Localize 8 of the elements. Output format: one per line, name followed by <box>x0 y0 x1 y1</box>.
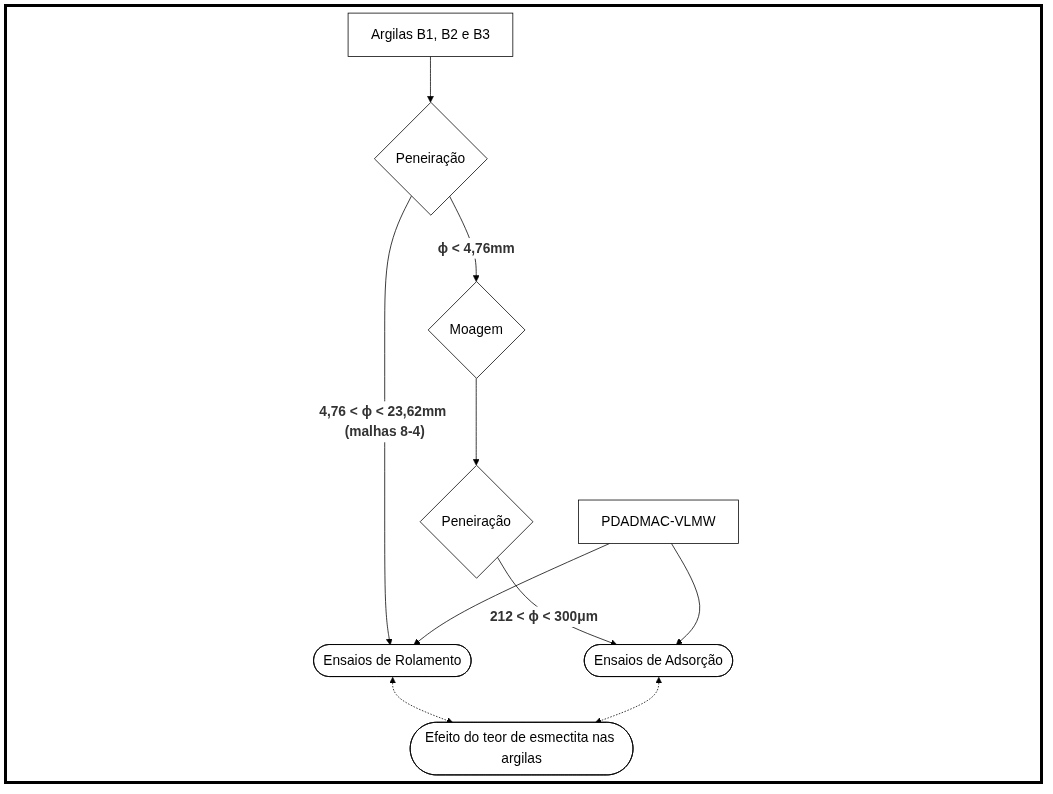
edge-label: 212 < ϕ < 300μm <box>489 608 598 625</box>
edge-label: ϕ < 4,76mm <box>437 240 515 256</box>
node-box: PDADMAC-VLMW <box>578 499 739 544</box>
edge-label: 4,76 < ϕ < 23,62mm (malhas 8-4) <box>319 403 447 440</box>
node-diamond: Peneiração <box>374 101 488 216</box>
node-box: Argilas B1, B2 e B3 <box>347 12 514 57</box>
node-diamond: Peneiração <box>419 464 534 579</box>
node-diamond: Moagem <box>427 281 526 379</box>
